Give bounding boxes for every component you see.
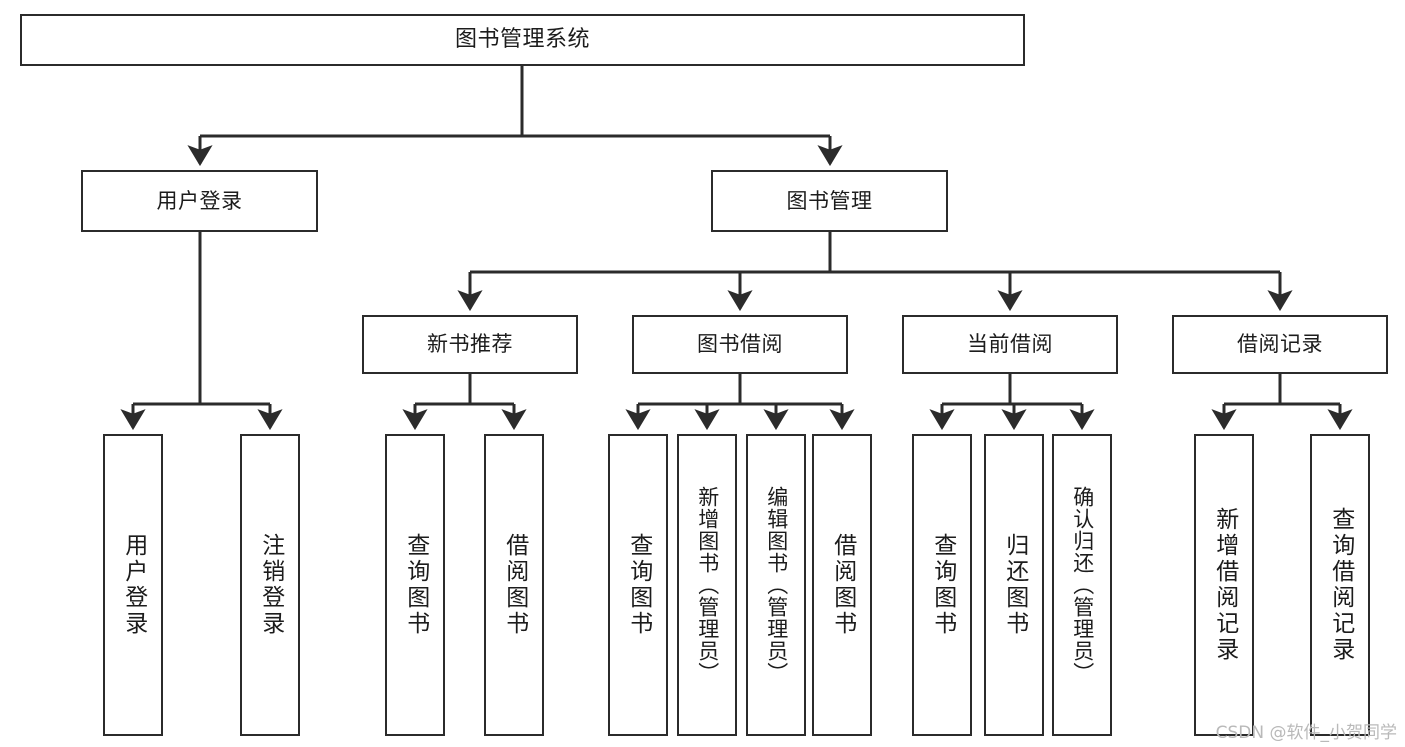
node-book-management[interactable]: 图书管理 [711,170,948,232]
node-leaf-user-login[interactable]: 用户登录 [103,434,163,736]
node-leaf-add-borrow-record-label: 新增借阅记录 [1211,507,1238,663]
node-leaf-add-book-admin[interactable]: 新增图书（管理员） [677,434,737,736]
node-leaf-confirm-return-admin[interactable]: 确认归还（管理员） [1052,434,1112,736]
node-new-book-recommend[interactable]: 新书推荐 [362,315,578,374]
csdn-watermark: CSDN @软件_小贺同学 [1215,723,1397,743]
node-root-label: 图书管理系统 [454,27,590,53]
node-leaf-query-borrow-record[interactable]: 查询借阅记录 [1310,434,1370,736]
node-user-login-label: 用户登录 [156,188,243,213]
node-leaf-edit-book-admin[interactable]: 编辑图书（管理员） [746,434,806,736]
node-leaf-logout-login[interactable]: 注销登录 [240,434,300,736]
node-leaf-query-book-2[interactable]: 查询图书 [608,434,668,736]
node-leaf-return-book-label: 归还图书 [1001,533,1028,637]
node-leaf-query-borrow-record-label: 查询借阅记录 [1327,507,1354,663]
node-leaf-query-book-1-label: 查询图书 [402,533,429,637]
node-user-login[interactable]: 用户登录 [81,170,318,232]
node-leaf-query-book-3[interactable]: 查询图书 [912,434,972,736]
node-leaf-borrow-book-2-label: 借阅图书 [829,533,856,637]
node-current-borrow-label: 当前借阅 [967,332,1053,357]
node-leaf-borrow-book-2[interactable]: 借阅图书 [812,434,872,736]
node-borrow-record-label: 借阅记录 [1237,332,1323,357]
node-book-borrow[interactable]: 图书借阅 [632,315,848,374]
node-root[interactable]: 图书管理系统 [20,14,1025,66]
node-leaf-borrow-book-1[interactable]: 借阅图书 [484,434,544,736]
node-new-book-recommend-label: 新书推荐 [427,332,513,357]
node-leaf-query-book-1[interactable]: 查询图书 [385,434,445,736]
node-book-management-label: 图书管理 [786,188,873,213]
node-leaf-return-book[interactable]: 归还图书 [984,434,1044,736]
node-leaf-query-book-3-label: 查询图书 [929,533,956,637]
node-book-borrow-label: 图书借阅 [697,332,783,357]
node-leaf-edit-book-admin-label: 编辑图书（管理员） [764,486,789,684]
node-leaf-add-borrow-record[interactable]: 新增借阅记录 [1194,434,1254,736]
node-leaf-user-login-label: 用户登录 [120,533,147,637]
node-borrow-record[interactable]: 借阅记录 [1172,315,1388,374]
node-current-borrow[interactable]: 当前借阅 [902,315,1118,374]
node-leaf-borrow-book-1-label: 借阅图书 [501,533,528,637]
node-leaf-logout-login-label: 注销登录 [257,533,284,637]
node-leaf-add-book-admin-label: 新增图书（管理员） [695,486,720,684]
node-leaf-query-book-2-label: 查询图书 [625,533,652,637]
node-leaf-confirm-return-admin-label: 确认归还（管理员） [1070,486,1095,684]
